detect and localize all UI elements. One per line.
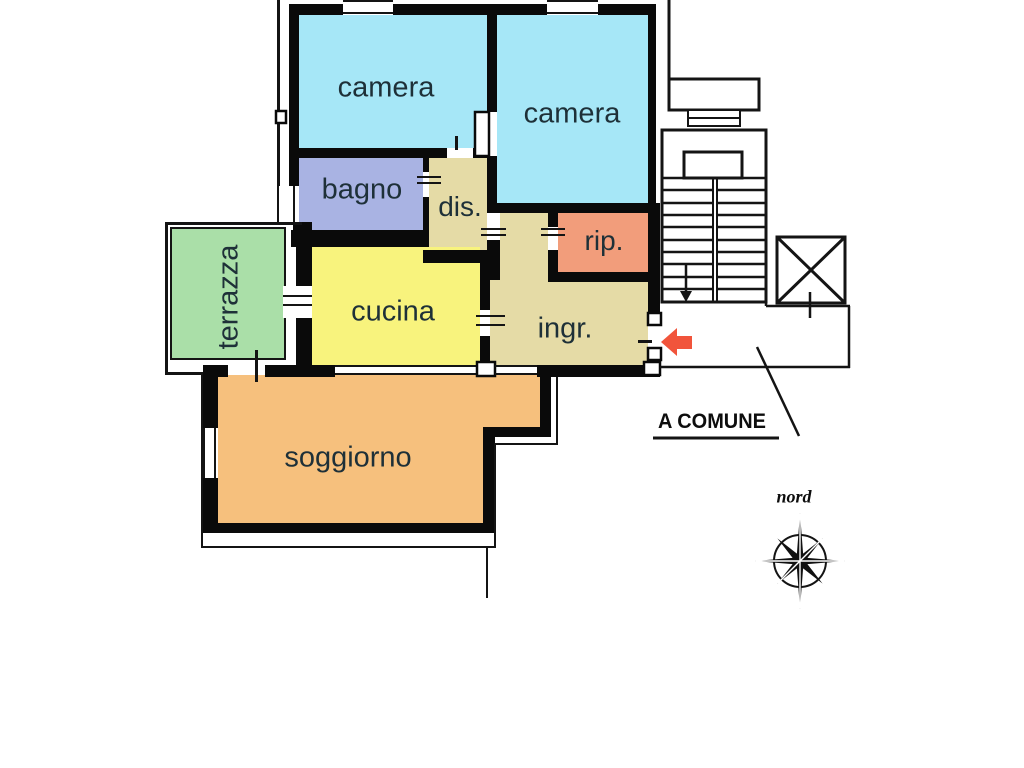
room-label-camera-1: camera	[337, 71, 435, 104]
room-label-dis: dis.	[438, 191, 482, 222]
door-terrazza-tick	[255, 350, 258, 382]
room-label-terrazza: terrazza	[212, 244, 245, 350]
stair-treads-right	[717, 176, 766, 291]
room-fills	[172, 14, 648, 525]
window-bagno	[275, 186, 299, 224]
elevator-icon	[775, 235, 847, 318]
room-label-cucina: cucina	[351, 295, 435, 328]
window-terrazza	[283, 286, 312, 318]
room-terrazza-floor	[172, 229, 284, 358]
room-ingr-corridor-floor	[500, 213, 548, 280]
room-label-bagno: bagno	[321, 173, 403, 206]
opening-cucina-soggiorno	[335, 365, 477, 375]
wall-end-notch	[475, 360, 497, 378]
leader-line	[755, 346, 801, 437]
door-dis	[481, 228, 506, 236]
compass-rose-icon	[755, 513, 845, 609]
room-camera-1-floor	[297, 14, 487, 152]
common-area-label: A COMUNE	[658, 410, 766, 433]
window-camera-2	[547, 0, 598, 15]
entry-door-notch-bottom	[646, 346, 663, 362]
room-soggiorno-floor	[218, 375, 540, 525]
entry-door-notch-top	[646, 311, 663, 327]
room-bagno-floor	[297, 156, 423, 232]
door-bagno	[417, 176, 441, 184]
openings	[201, 0, 663, 478]
window-camera-1	[343, 0, 393, 15]
door-camera-2-leaf	[473, 110, 491, 158]
room-dis-floor	[429, 152, 487, 252]
door-camera-1	[447, 136, 473, 158]
room-label-camera-2: camera	[523, 97, 621, 130]
wall-end-notch-2	[642, 360, 662, 377]
room-camera-2-floor	[497, 14, 648, 203]
entry-door-tick	[638, 340, 652, 343]
entry-arrow-icon	[661, 328, 692, 356]
stair-direction-arrow-icon	[680, 265, 692, 302]
door-cucina	[476, 315, 505, 326]
room-label-soggiorno: soggiorno	[284, 441, 412, 474]
wall-notch	[274, 109, 288, 125]
common-landing	[660, 302, 851, 369]
stairwell	[653, 0, 851, 440]
room-label-ingr: ingr.	[537, 312, 593, 345]
boundary-lines	[165, 222, 558, 598]
room-ingr-floor	[490, 280, 648, 367]
room-label-rip: rip.	[584, 225, 624, 256]
door-rip	[541, 228, 565, 236]
room-rip-floor	[558, 213, 648, 272]
window-soggiorno	[201, 428, 218, 478]
walls	[203, 0, 660, 533]
stair-treads-left	[662, 176, 713, 291]
room-cucina-floor	[312, 247, 480, 367]
north-label: nord	[776, 486, 812, 507]
boundary-stub-line	[486, 548, 488, 598]
opening-ingr-soggiorno	[495, 365, 537, 375]
